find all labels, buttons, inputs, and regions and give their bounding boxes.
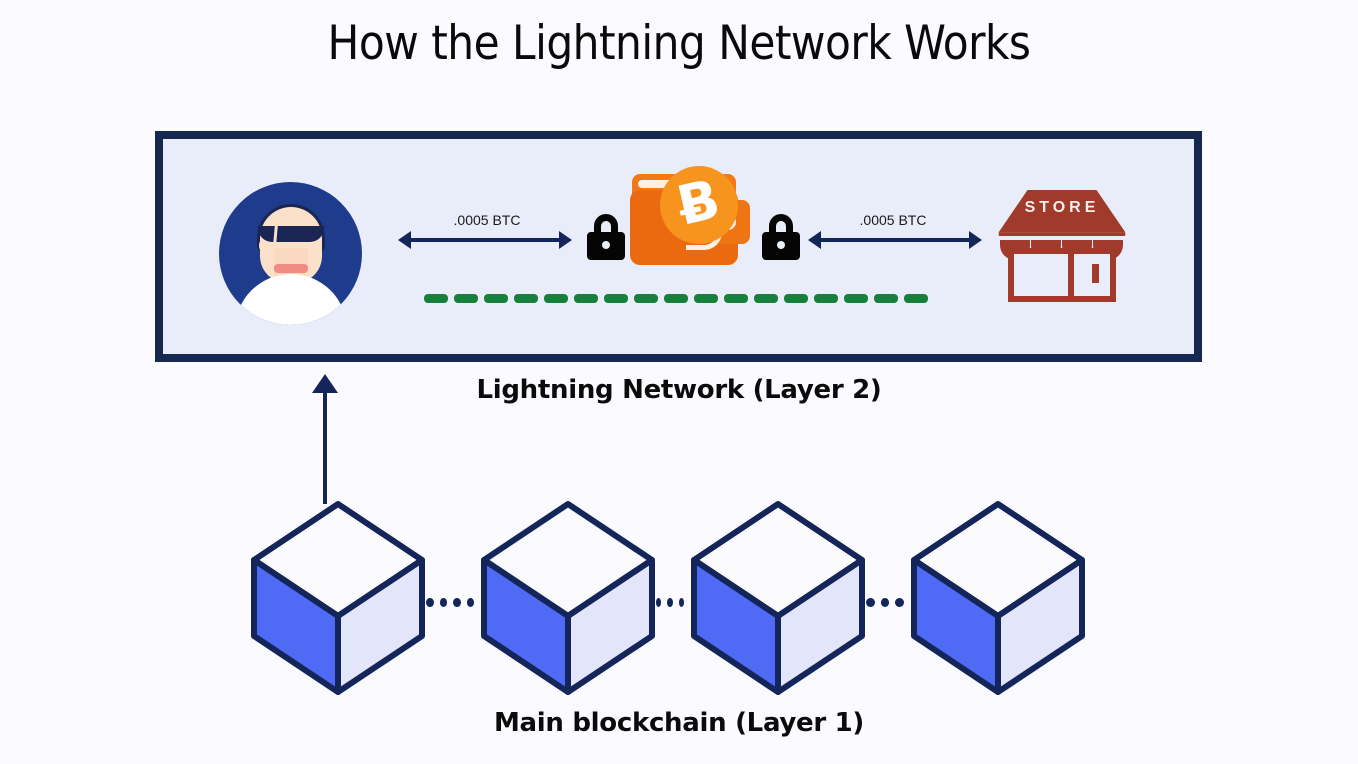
- connector-dot: [866, 598, 875, 607]
- blockchain-row: [0, 498, 1358, 703]
- connector-dot: [667, 598, 673, 607]
- store-sign-text: STORE: [1024, 199, 1100, 216]
- lock-icon-left: [587, 214, 625, 260]
- avatar-collar: [273, 264, 308, 273]
- block-connector: [426, 598, 480, 607]
- lock-icon-right: [762, 214, 800, 260]
- connector-dot: [656, 598, 662, 607]
- channel-dash: [874, 294, 898, 303]
- channel-dash: [754, 294, 778, 303]
- lock-keyhole: [602, 241, 610, 249]
- block-connector: [656, 598, 690, 607]
- avatar-bangs: [257, 226, 324, 242]
- block-1: [248, 498, 428, 698]
- store-facade: [1008, 248, 1116, 302]
- lock-body: [587, 232, 625, 260]
- channel-dash: [724, 294, 748, 303]
- block-2: [478, 498, 658, 698]
- connector-dot: [426, 598, 434, 607]
- layer1-label: Main blockchain (Layer 1): [493, 708, 865, 738]
- channel-dash: [784, 294, 808, 303]
- arrow-shaft: [818, 238, 972, 242]
- channel-dash: [814, 294, 838, 303]
- connector-dot: [439, 598, 447, 607]
- avatar-shirt: [234, 274, 347, 325]
- block-3: [688, 498, 868, 698]
- channel-dash: [454, 294, 478, 303]
- user-avatar: [219, 182, 362, 325]
- lock-shackle: [594, 214, 618, 238]
- lock-shackle: [769, 214, 793, 238]
- lock-keyhole: [777, 241, 785, 249]
- channel-dash: [694, 294, 718, 303]
- channel-dash: [604, 294, 628, 303]
- transfer-left-amount: .0005 BTC: [453, 212, 521, 228]
- connector-dot: [466, 598, 474, 607]
- connector-dot: [895, 598, 905, 607]
- connector-dot: [678, 598, 684, 607]
- store-door-divider: [1068, 248, 1074, 302]
- arrow-head-left: [808, 231, 821, 249]
- layer2-label: Lightning Network (Layer 2): [476, 375, 882, 405]
- payment-channel: [424, 294, 934, 304]
- store-icon: STORE: [996, 190, 1128, 302]
- store-roof: [998, 190, 1126, 236]
- channel-dash: [424, 294, 448, 303]
- settlement-arrow: [312, 374, 338, 504]
- block-4: [908, 498, 1088, 698]
- bitcoin-symbol: Ƀ: [671, 167, 727, 238]
- channel-dash: [904, 294, 928, 303]
- channel-dash: [484, 294, 508, 303]
- channel-dash: [844, 294, 868, 303]
- arrow-head-left: [398, 231, 411, 249]
- channel-dash: [574, 294, 598, 303]
- transfer-left-arrow: [398, 228, 572, 252]
- bitcoin-coin-icon: Ƀ: [660, 166, 738, 244]
- channel-dash: [634, 294, 658, 303]
- bitcoin-wallet-icon: Ƀ: [624, 166, 754, 270]
- store-door-handle: [1092, 264, 1099, 283]
- arrow-shaft: [408, 238, 562, 242]
- lock-body: [762, 232, 800, 260]
- channel-dash: [544, 294, 568, 303]
- arrow-head-right: [969, 231, 982, 249]
- block-connector: [866, 598, 910, 607]
- connector-dot: [880, 598, 890, 607]
- connector-dot: [453, 598, 461, 607]
- page-title: How the Lightning Network Works: [327, 16, 1031, 71]
- arrow-head-up: [312, 374, 338, 393]
- transfer-right-amount: .0005 BTC: [859, 212, 927, 228]
- channel-dash: [664, 294, 688, 303]
- channel-dash: [514, 294, 538, 303]
- arrow-head-right: [559, 231, 572, 249]
- arrow-shaft: [323, 390, 327, 504]
- transfer-right-arrow: [808, 228, 982, 252]
